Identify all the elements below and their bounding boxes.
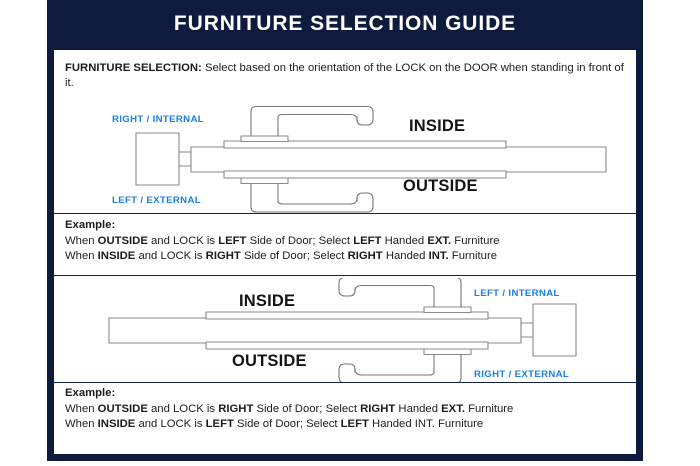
label-outside: OUTSIDE xyxy=(403,177,478,195)
intro-lead: FURNITURE SELECTION: xyxy=(65,62,202,74)
divider-3 xyxy=(54,382,636,383)
label-right-external: RIGHT / EXTERNAL xyxy=(474,369,570,380)
intro-text: Select based on the orientation of the L… xyxy=(65,62,624,89)
diagram-2-drawing xyxy=(108,278,577,382)
furniture-selection-guide-card: FURNITURE SELECTION GUIDE FURNITURE SELE… xyxy=(47,0,643,461)
example-1-line-1: When OUTSIDE and LOCK is LEFT Side of Do… xyxy=(65,234,500,247)
example-block-2: Example: When OUTSIDE and LOCK is RIGHT … xyxy=(65,386,631,433)
example-block-1: Example: When OUTSIDE and LOCK is LEFT S… xyxy=(65,218,631,265)
example-1-heading: Example: xyxy=(65,219,116,231)
example-2-line-2: When INSIDE and LOCK is LEFT Side of Doo… xyxy=(65,418,484,430)
label-outside: OUTSIDE xyxy=(232,352,307,370)
example-2-line-1: When OUTSIDE and LOCK is RIGHT Side of D… xyxy=(65,402,514,415)
label-right-internal: RIGHT / INTERNAL xyxy=(112,114,204,125)
guide-header: FURNITURE SELECTION GUIDE xyxy=(47,0,643,48)
diagram-1-drawing xyxy=(135,105,607,213)
intro-paragraph: FURNITURE SELECTION: Select based on the… xyxy=(65,61,627,91)
example-2-heading: Example: xyxy=(65,387,116,399)
example-1-line-2: When INSIDE and LOCK is RIGHT Side of Do… xyxy=(65,250,498,262)
label-inside: INSIDE xyxy=(409,117,466,135)
divider-1 xyxy=(54,213,636,214)
label-inside: INSIDE xyxy=(239,292,296,310)
label-left-internal: LEFT / INTERNAL xyxy=(474,288,560,299)
page-title: FURNITURE SELECTION GUIDE xyxy=(173,12,517,35)
label-left-external: LEFT / EXTERNAL xyxy=(112,195,201,206)
divider-2 xyxy=(54,275,636,276)
guide-body: FURNITURE SELECTION: Select based on the… xyxy=(54,50,636,454)
lock-on-right-door-diagram: LEFT / INTERNAL RIGHT / EXTERNAL INSIDE … xyxy=(54,278,636,382)
lock-on-left-door-diagram: RIGHT / INTERNAL LEFT / EXTERNAL INSIDE … xyxy=(54,105,636,213)
